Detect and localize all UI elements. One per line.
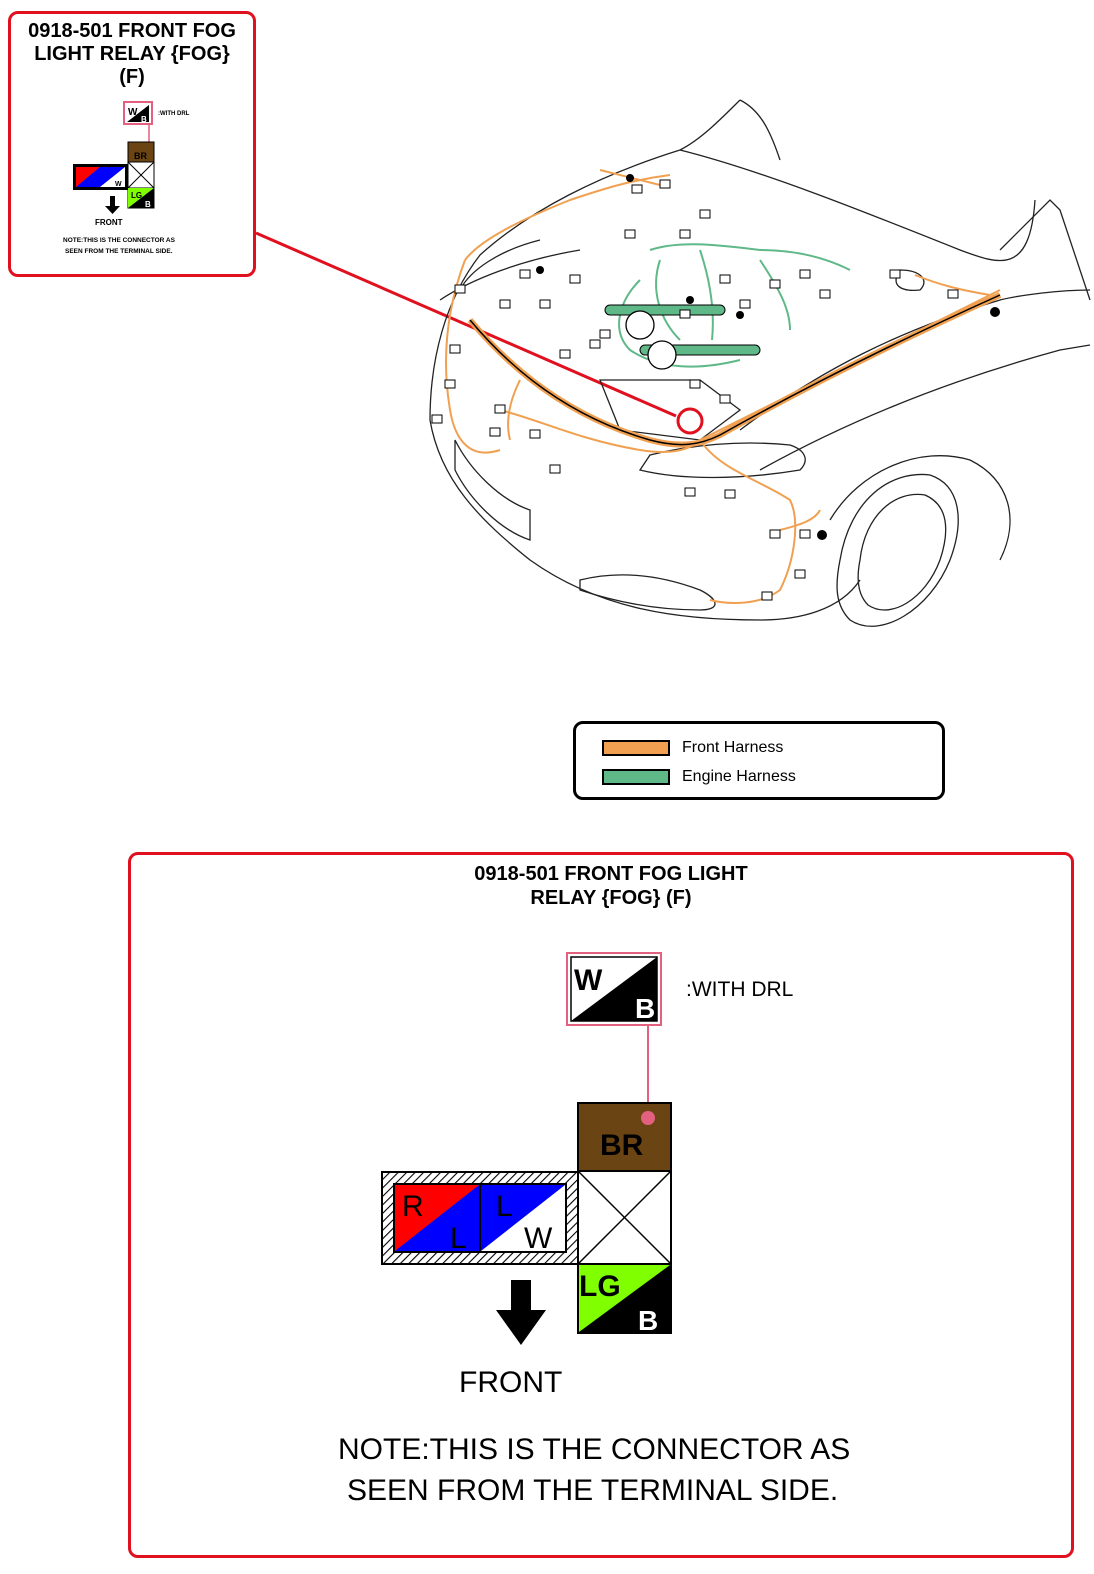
terminal-w-label: W xyxy=(524,1222,553,1255)
terminal-r-label: R xyxy=(402,1190,424,1223)
harness-legend: Front Harness Engine Harness xyxy=(573,721,945,800)
callout-br: BR xyxy=(134,151,147,161)
callout-w: W xyxy=(115,181,122,188)
callout-wb-w: W xyxy=(128,107,138,118)
drl-wire-bottom-label: B xyxy=(635,993,655,1024)
callout-title-line-2: LIGHT RELAY {FOG} xyxy=(34,43,230,65)
terminal-r-l: R L xyxy=(393,1183,481,1255)
front-harness-swatch-icon xyxy=(602,740,670,756)
front-arrow-icon xyxy=(496,1280,546,1345)
terminal-br: BR xyxy=(577,1102,672,1172)
terminal-lg-label: LG xyxy=(579,1270,621,1303)
terminal-l-w: L W xyxy=(479,1183,567,1255)
callout-note-2: SEEN FROM THE TERMINAL SIDE. xyxy=(65,248,173,255)
callout-with-drl: :WITH DRL xyxy=(158,111,190,117)
note-line-2: SEEN FROM THE TERMINAL SIDE. xyxy=(347,1474,838,1507)
vehicle-illustration xyxy=(255,99,1091,627)
relay-location-marker xyxy=(676,407,704,435)
detail-title-line-1: 0918-501 FRONT FOG LIGHT xyxy=(474,863,748,885)
legend-item-engine-harness: Engine Harness xyxy=(602,767,796,787)
front-label: FRONT xyxy=(459,1366,562,1399)
callout-title-line-3: (F) xyxy=(119,66,145,88)
legend-label-engine-harness: Engine Harness xyxy=(682,768,796,785)
callout-wb-b: B xyxy=(141,115,147,124)
drl-terminal-wb: W B xyxy=(566,952,662,1026)
callout-note-1: NOTE:THIS IS THE CONNECTOR AS xyxy=(63,237,176,244)
detail-title: 0918-501 FRONT FOG LIGHT RELAY {FOG} (F) xyxy=(411,862,811,910)
callout-title: 0918-501 FRONT FOG LIGHT RELAY {FOG} (F) xyxy=(11,20,253,89)
legend-item-front-harness: Front Harness xyxy=(602,738,783,758)
terminal-lg-b: LG B xyxy=(577,1263,672,1336)
callout-connector-diagram: W B :WITH DRL BR LG B W FRONT NOTE:THIS … xyxy=(63,101,190,255)
note-line-1: NOTE:THIS IS THE CONNECTOR AS xyxy=(338,1433,850,1466)
callout-box: 0918-501 FRONT FOG LIGHT RELAY {FOG} (F)… xyxy=(8,11,256,277)
terminal-br-label: BR xyxy=(600,1129,644,1162)
callout-lg: LG xyxy=(131,191,142,200)
drl-wire-top-label: W xyxy=(574,964,603,997)
terminal-b-label: B xyxy=(638,1305,658,1336)
terminal-l-label: L xyxy=(496,1190,513,1223)
with-drl-label: :WITH DRL xyxy=(686,978,793,1001)
detail-title-line-2: RELAY {FOG} (F) xyxy=(530,887,692,909)
legend-label-front-harness: Front Harness xyxy=(682,739,784,756)
terminal-rl-bottom-label: L xyxy=(450,1222,467,1255)
callout-title-line-1: 0918-501 FRONT FOG xyxy=(28,20,236,42)
callout-b: B xyxy=(145,200,151,209)
callout-front: FRONT xyxy=(95,218,123,227)
terminal-empty xyxy=(577,1170,672,1265)
engine-harness-swatch-icon xyxy=(602,769,670,785)
